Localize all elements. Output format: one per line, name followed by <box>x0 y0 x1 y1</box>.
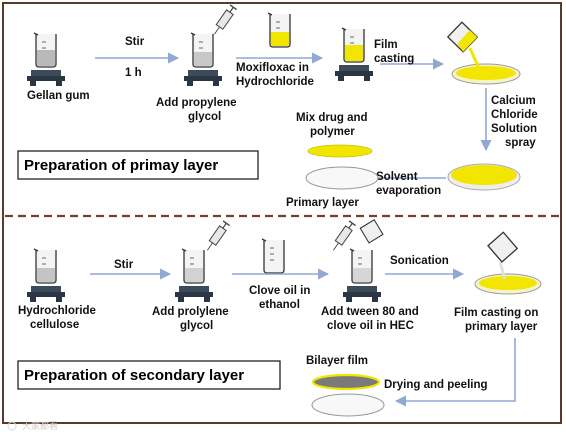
primary-title: Preparation of primay layer <box>24 157 218 174</box>
label-add-propylene-2: glycol <box>188 111 221 123</box>
label-hcl-1: Hydrochloride <box>18 305 96 317</box>
syringe-icon-3 <box>329 220 357 254</box>
label-hcl-2: cellulose <box>30 319 79 331</box>
label-cacl-3: Solution <box>491 123 537 135</box>
label-stir-2: Stir <box>114 259 134 271</box>
label-mix-1: Mix drug and <box>296 112 368 124</box>
label-film-1: Film <box>374 39 398 51</box>
label-clove-2: ethanol <box>259 299 300 311</box>
label-add-propylene-1: Add propylene <box>156 97 237 109</box>
label-tween-2: clove oil in HEC <box>327 320 414 332</box>
secondary-title: Preparation of secondary layer <box>24 367 244 384</box>
label-clove-1: Clove oil in <box>249 285 310 297</box>
label-cacl-1: Calcium <box>491 95 536 107</box>
primary-layer-film-icon <box>305 144 379 190</box>
primary-title-box <box>17 150 259 180</box>
pour-beaker-icon-small <box>358 218 385 245</box>
label-add-prolylene-2: glycol <box>180 320 213 332</box>
film-casting-dish-icon <box>444 19 521 85</box>
drug-polymer-beaker-icon <box>335 27 373 81</box>
label-solvent-1: Solvent <box>376 171 418 183</box>
syringe-icon <box>210 4 238 38</box>
label-mix-2: polymer <box>310 126 355 138</box>
bilayer-film-icon <box>311 373 385 417</box>
prolylene-beaker-icon <box>175 248 213 302</box>
moxifloxacin-beaker-icon <box>267 12 291 48</box>
label-stir-time: 1 h <box>125 67 142 79</box>
secondary-title-box <box>17 360 281 390</box>
syringe-icon-2 <box>203 220 231 254</box>
label-bilayer: Bilayer film <box>306 355 368 367</box>
label-primary-layer: Primary layer <box>286 197 359 209</box>
label-film-casting-primary-2: primary layer <box>465 321 538 333</box>
secondary-section: Hydrochloride cellulose Stir Add prolyle… <box>17 218 542 417</box>
label-cacl-2: Chloride <box>491 109 538 121</box>
label-solvent-2: evaporation <box>376 185 441 197</box>
clove-oil-beaker-icon <box>261 238 285 274</box>
label-tween-1: Add tween 80 and <box>321 306 419 318</box>
gellan-gum-beaker-icon <box>27 32 65 86</box>
sprayed-film-dish-icon <box>447 163 521 191</box>
propylene-beaker-icon <box>184 32 222 86</box>
watermark-text: 大家都看 <box>22 420 58 431</box>
primary-section: Gellan gum Stir 1 h Add propylene glycol… <box>17 4 538 209</box>
label-cacl-4: spray <box>505 137 536 149</box>
label-gellan-gum: Gellan gum <box>27 90 90 102</box>
label-stir: Stir <box>125 36 145 48</box>
label-film-casting-primary-1: Film casting on <box>454 307 538 319</box>
label-sonication: Sonication <box>390 255 449 267</box>
watermark: 大家都看 <box>7 420 58 431</box>
film-casting-primary-dish-icon <box>474 229 542 295</box>
outer-frame <box>2 2 562 424</box>
hec-beaker-icon <box>27 248 65 302</box>
arrow-drying-peeling <box>394 338 516 407</box>
label-film-2: casting <box>374 53 414 65</box>
tween-beaker-icon <box>343 248 381 302</box>
label-moxi-2: Hydrochloride <box>236 76 314 88</box>
label-moxi-1: Moxifloxac in <box>236 62 309 74</box>
label-drying: Drying and peeling <box>384 379 488 391</box>
label-add-prolylene-1: Add prolylene <box>152 306 229 318</box>
